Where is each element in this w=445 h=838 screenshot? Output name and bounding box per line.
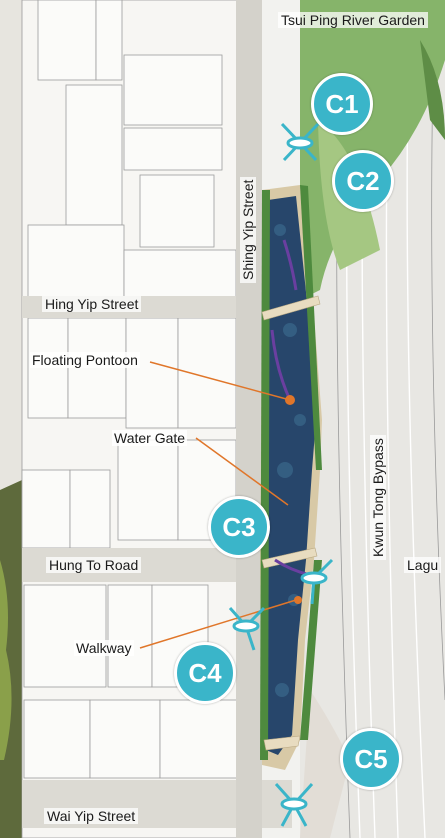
- building-lots: [21, 0, 239, 779]
- walkway-marker: [294, 596, 302, 604]
- label-shing-yip-street: Shing Yip Street: [240, 176, 256, 283]
- viewpoint-c5-badge[interactable]: C5: [340, 728, 402, 790]
- label-tsui-ping-river-garden: Tsui Ping River Garden: [278, 12, 428, 28]
- label-hung-to-road: Hung To Road: [46, 557, 142, 573]
- label-water-gate: Water Gate: [112, 430, 188, 446]
- viewcone-c5-icon: [274, 782, 314, 827]
- leader-lines: [139, 361, 297, 649]
- label-wai-yip-street: Wai Yip Street: [44, 808, 139, 824]
- viewcone-c1-icon: [280, 122, 320, 162]
- viewpoint-c4-badge[interactable]: C4: [174, 642, 236, 704]
- label-floating-pontoon: Floating Pontoon: [30, 352, 140, 368]
- label-kwun-tong-bypass: Kwun Tong Bypass: [370, 435, 386, 560]
- crossings: [261, 295, 321, 751]
- label-lagu: Lagu: [404, 557, 442, 573]
- viewcone-c4-icon: [228, 606, 266, 651]
- viewpoint-c1-badge[interactable]: C1: [311, 73, 373, 135]
- viewpoint-c2-badge[interactable]: C2: [332, 150, 394, 212]
- planting: [260, 185, 322, 760]
- label-walkway: Walkway: [74, 640, 134, 656]
- viewcone-c3-icon: [300, 558, 334, 605]
- viewpoint-c3-badge[interactable]: C3: [208, 496, 270, 558]
- shing-yip-street: [236, 0, 262, 838]
- label-hing-yip-street: Hing Yip Street: [42, 296, 142, 312]
